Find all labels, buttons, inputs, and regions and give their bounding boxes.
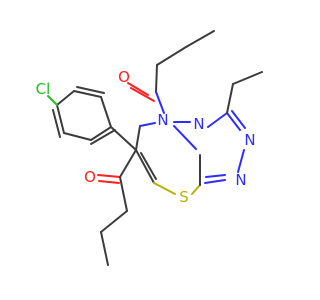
bond [153,182,176,195]
bond [135,149,155,184]
bond [119,176,128,212]
bond [100,96,112,128]
atom-label-sulfur: S [179,188,189,206]
bond [100,231,109,266]
bond-layer [47,30,263,266]
bond [173,125,197,150]
bond [232,71,263,85]
atom-label-oxygen-top: O [118,68,130,86]
bond [156,46,187,66]
bond [140,152,157,180]
bond [63,132,92,141]
bond [47,95,58,106]
bond [127,82,149,96]
bond [135,125,141,151]
bond [185,30,215,48]
atom-label-nitrogen-bridge: N [193,115,204,133]
bond [207,112,228,128]
atom-label-nitrogen-right-upper: N [244,131,255,149]
bond [119,149,137,178]
atom-label-layer: Cl O O N N N N S [36,68,256,206]
atom-label-nitrogen-right-lower: N [235,171,246,189]
bond [130,87,155,102]
bond [100,210,128,233]
atom-label-chlorine: Cl [36,80,51,98]
bond [52,109,61,138]
bond [73,90,102,98]
bond [56,90,75,106]
bond [139,122,156,127]
bond [76,86,105,94]
bond [90,129,116,145]
bond [155,64,158,93]
bond [226,83,234,114]
molecule-structure: Cl O O N N N N S [36,30,263,266]
bond [226,112,241,131]
bond [90,126,112,141]
bond [191,184,201,195]
bond [204,179,226,184]
bond [237,149,245,173]
bond [205,174,226,178]
bond [98,180,120,184]
bond [97,174,121,178]
atom-label-nitrogen-ring: N [157,111,168,129]
bond [231,110,246,129]
bond [56,104,65,134]
bond [155,91,165,114]
atom-label-oxygen-left: O [84,168,96,186]
